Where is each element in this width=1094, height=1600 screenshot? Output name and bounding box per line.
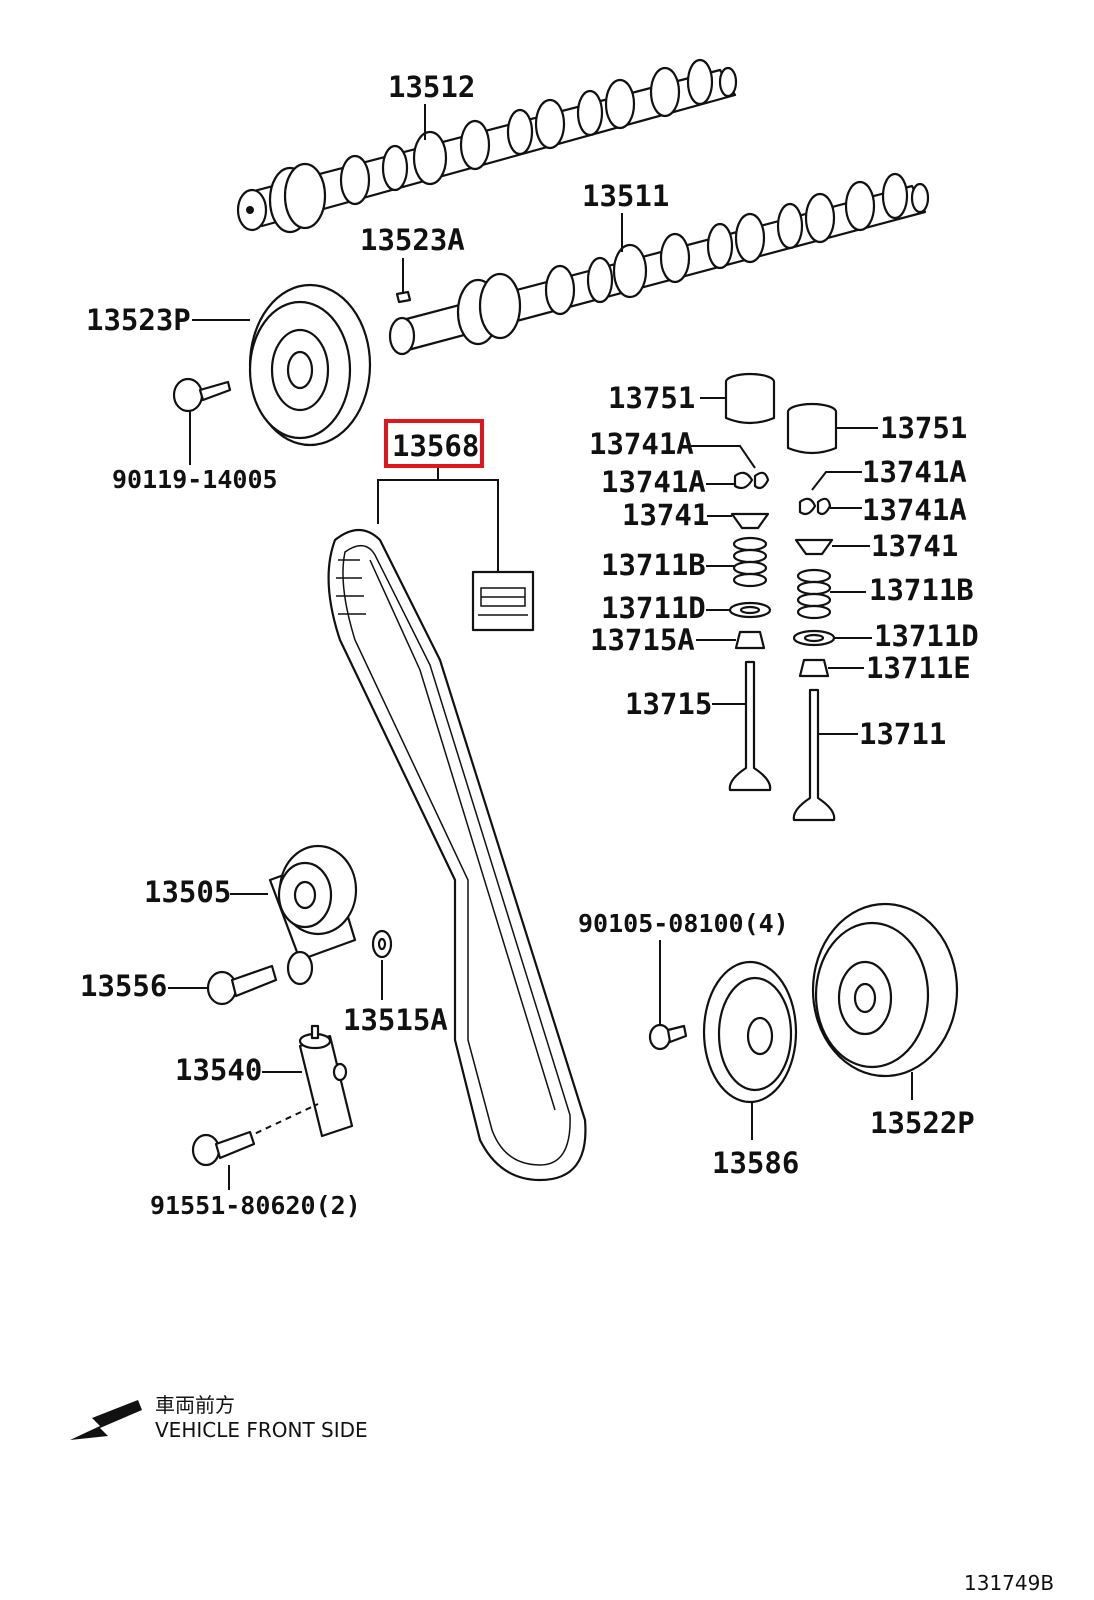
label-lifter-right: 13751	[880, 411, 967, 445]
label-valve-left: 13715	[625, 687, 712, 721]
valve-left[interactable]	[728, 660, 772, 792]
label-guide-bolt: 90105-08100(4)	[578, 909, 789, 938]
label-washer: 13515A	[343, 1003, 448, 1037]
label-keeper-right-2: 13741A	[862, 493, 967, 527]
spring-right[interactable]	[796, 568, 832, 620]
label-idler-bolt: 13556	[80, 969, 167, 1003]
tensioner-13540[interactable]	[298, 1024, 354, 1138]
front-note-japanese: 車両前方	[155, 1393, 235, 1417]
belt-info-card	[471, 570, 535, 632]
camshaft-13511[interactable]	[388, 172, 930, 356]
label-retainer-left: 13741	[622, 498, 709, 532]
crank-pulley-13522p[interactable]	[811, 902, 959, 1078]
label-keeper-right-1: 13741A	[862, 455, 967, 489]
label-spring-right: 13711B	[869, 573, 974, 607]
label-seat-left: 13711D	[601, 591, 706, 625]
label-timing-belt: 13568	[392, 429, 479, 463]
seal-left[interactable]	[734, 630, 766, 650]
keeper-left[interactable]	[733, 471, 770, 490]
bolt-91551-80620[interactable]	[191, 1130, 256, 1167]
label-tensioner-bolt: 91551-80620(2)	[150, 1191, 361, 1220]
label-cam-pulley: 13523P	[86, 303, 191, 337]
camshaft-13512[interactable]	[236, 58, 738, 234]
label-keeper-left-2: 13741A	[601, 465, 706, 499]
retainer-left[interactable]	[730, 512, 770, 530]
cam-pulley-13523p[interactable]	[248, 283, 372, 447]
label-seal-right: 13711E	[866, 651, 971, 685]
front-arrow-icon	[70, 1400, 142, 1440]
bolt-90119-14005[interactable]	[172, 377, 232, 413]
lifter-right[interactable]	[786, 402, 838, 455]
label-valve-right: 13711	[859, 717, 946, 751]
label-belt-guide: 13586	[712, 1146, 799, 1180]
label-retainer-right: 13741	[871, 529, 958, 563]
label-spring-left: 13711B	[601, 548, 706, 582]
diagram-id: 131749B	[964, 1571, 1054, 1595]
washer-13515a[interactable]	[371, 929, 393, 959]
bolt-90105-08100[interactable]	[648, 1023, 688, 1051]
label-seal-left: 13715A	[590, 623, 695, 657]
front-note-english: VEHICLE FRONT SIDE	[155, 1418, 368, 1442]
label-idler-pulley: 13505	[144, 875, 231, 909]
seal-right[interactable]	[798, 658, 830, 678]
label-pulley-bolt: 90119-14005	[112, 465, 278, 494]
belt-guide-13586[interactable]	[702, 960, 798, 1104]
pin-13523a[interactable]	[395, 290, 412, 304]
label-camshaft-2: 13511	[582, 179, 669, 213]
bolt-13556[interactable]	[206, 964, 278, 1006]
timing-belt-13568[interactable]	[327, 528, 587, 1182]
seat-left[interactable]	[728, 601, 772, 619]
label-pin: 13523A	[360, 223, 465, 257]
label-camshaft-1: 13512	[388, 70, 475, 104]
label-crank-pulley: 13522P	[870, 1106, 975, 1140]
label-seat-right: 13711D	[874, 619, 979, 653]
seat-right[interactable]	[792, 629, 836, 647]
label-keeper-left-1: 13741A	[589, 427, 694, 461]
highlight-box	[384, 419, 484, 468]
lifter-left[interactable]	[724, 372, 776, 425]
idler-pulley-13505[interactable]	[268, 844, 358, 986]
valve-right[interactable]	[792, 688, 836, 822]
keeper-right[interactable]	[798, 497, 832, 516]
label-lifter-left: 13751	[608, 381, 695, 415]
spring-left[interactable]	[732, 536, 768, 588]
label-tensioner: 13540	[175, 1053, 262, 1087]
retainer-right[interactable]	[794, 538, 834, 556]
